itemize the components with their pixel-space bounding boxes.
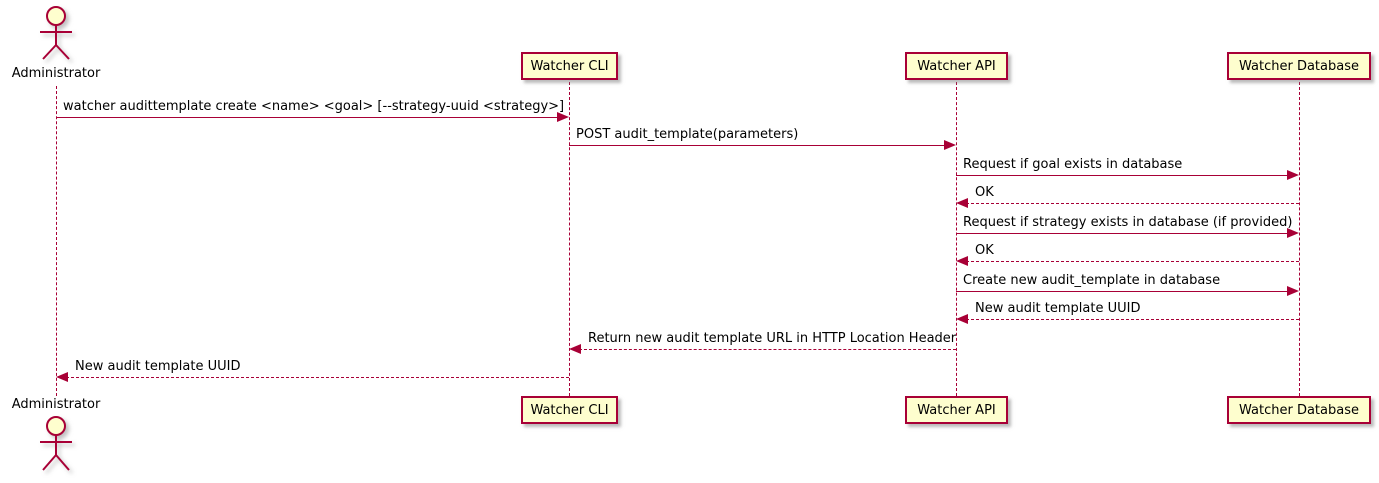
message-line <box>66 377 569 378</box>
arrowhead-icon <box>956 198 968 208</box>
participant-watcher-database-bottom: Watcher Database <box>1227 396 1371 424</box>
lifeline-watcher-database <box>1299 82 1300 396</box>
message-label: Request if strategy exists in database (… <box>963 215 1293 230</box>
lifeline-watcher-cli <box>569 82 570 396</box>
arrowhead-icon <box>557 112 569 122</box>
arrowhead-icon <box>1287 228 1299 238</box>
message-line <box>956 233 1289 234</box>
participant-watcher-cli-top: Watcher CLI <box>521 52 618 80</box>
message-line <box>956 291 1289 292</box>
message-label: New audit template UUID <box>975 301 1141 316</box>
message-line <box>569 145 946 146</box>
message-label: Create new audit_template in database <box>963 273 1221 288</box>
actor-label-top: Administrator <box>11 66 101 81</box>
participant-watcher-api-bottom: Watcher API <box>905 396 1008 424</box>
arrowhead-icon <box>944 140 956 150</box>
arrowhead-icon <box>956 314 968 324</box>
actor-icon-top <box>40 6 72 60</box>
message-line <box>966 203 1299 204</box>
message-label: OK <box>975 185 994 200</box>
message-label: POST audit_template(parameters) <box>576 127 799 142</box>
participant-watcher-database-top: Watcher Database <box>1227 52 1371 80</box>
message-label: Return new audit template URL in HTTP Lo… <box>588 331 957 346</box>
actor-icon-bottom <box>40 416 72 471</box>
actor-label-bottom: Administrator <box>11 397 101 412</box>
arrowhead-icon <box>1287 286 1299 296</box>
message-label: Request if goal exists in database <box>963 157 1183 172</box>
arrowhead-icon <box>569 344 581 354</box>
message-line <box>56 117 559 118</box>
arrowhead-icon <box>56 372 68 382</box>
lifeline-watcher-api <box>956 82 957 396</box>
arrowhead-icon <box>1287 170 1299 180</box>
lifeline-administrator <box>56 86 57 396</box>
arrowhead-icon <box>956 256 968 266</box>
message-label: watcher audittemplate create <name> <goa… <box>63 99 565 114</box>
participant-watcher-api-top: Watcher API <box>905 52 1008 80</box>
message-line <box>956 175 1289 176</box>
message-label: New audit template UUID <box>75 359 241 374</box>
message-line <box>579 349 956 350</box>
participant-watcher-cli-bottom: Watcher CLI <box>521 396 618 424</box>
message-line <box>966 319 1299 320</box>
message-line <box>966 261 1299 262</box>
message-label: OK <box>975 243 994 258</box>
